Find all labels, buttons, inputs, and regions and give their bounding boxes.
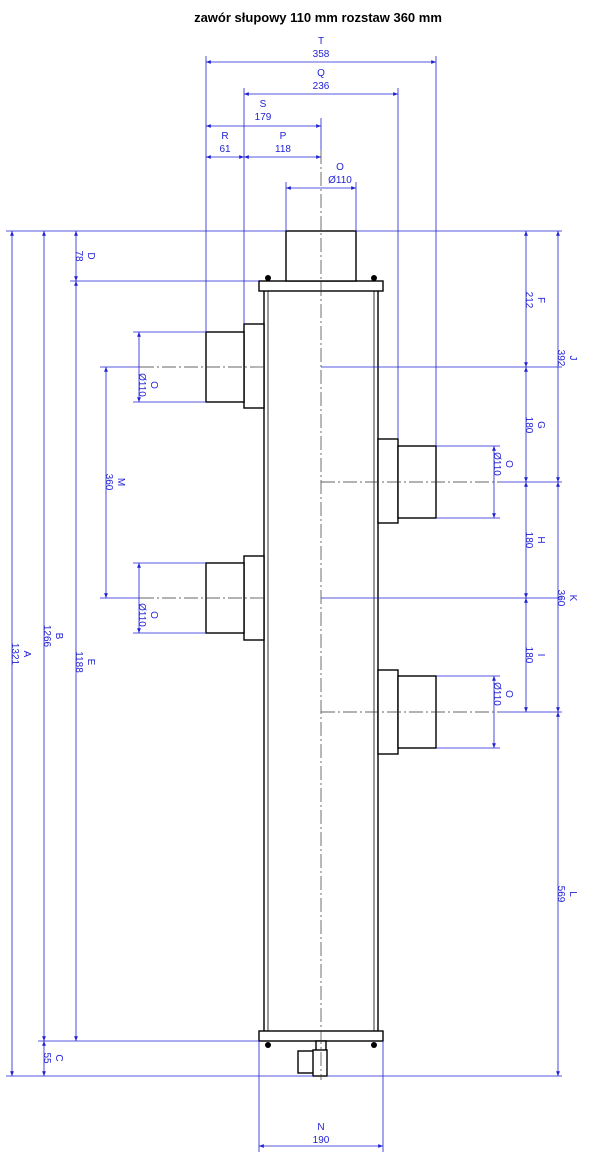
dim-value: 212 (523, 292, 534, 309)
dim-value: Ø110 (136, 373, 147, 397)
dim-value: 1321 (9, 643, 20, 666)
dim-letter: O (148, 381, 159, 389)
dim-label-C: C 55 (41, 1052, 64, 1064)
dim-value: 78 (73, 250, 84, 262)
dim-letter: H (535, 536, 546, 543)
dim-letter: G (535, 421, 546, 429)
dim-letter: J (567, 356, 578, 361)
dim-label-B: B 1266 (41, 625, 64, 648)
dim-letter: C (53, 1054, 64, 1061)
dim-label-O-right-1: O Ø110 (491, 452, 514, 476)
drawing-title: zawór słupowy 110 mm rozstaw 360 mm (194, 10, 442, 25)
dim-label-T: T 358 (313, 36, 330, 60)
dim-value: 358 (313, 49, 330, 60)
dim-value: 180 (523, 417, 534, 434)
dim-letter: F (535, 297, 546, 303)
dim-label-R: R 61 (219, 131, 231, 155)
dim-value: 360 (103, 474, 114, 491)
dim-letter: O (503, 690, 514, 698)
dim-label-M: M 360 (103, 474, 126, 491)
dim-label-K: K 360 (555, 590, 578, 607)
dim-label-E: E 1188 (73, 651, 96, 673)
dimension-lines (6, 56, 562, 1152)
dim-label-P: P 118 (275, 131, 291, 155)
dim-label-J: J 392 (555, 350, 578, 367)
dim-letter: M (115, 478, 126, 486)
dim-letter: D (85, 252, 96, 259)
dim-value: 190 (313, 1135, 330, 1146)
dim-value: 236 (313, 81, 330, 92)
dim-value: Ø110 (136, 603, 147, 627)
dim-letter: T (318, 36, 324, 47)
dim-label-O-left-2: O Ø110 (136, 603, 159, 627)
dim-value: 61 (219, 144, 231, 155)
dim-value: 179 (255, 112, 272, 123)
dim-label-D: D 78 (73, 250, 96, 262)
dim-label-N: N 190 (313, 1122, 330, 1146)
dim-value: Ø110 (491, 682, 502, 706)
dim-value: 180 (523, 647, 534, 664)
dim-value: 360 (555, 590, 566, 607)
dim-letter: P (280, 131, 287, 142)
dim-value: Ø110 (328, 175, 352, 186)
dim-label-A: A 1321 (9, 643, 32, 666)
dim-letter: E (85, 659, 96, 666)
dim-value: 569 (555, 886, 566, 903)
dim-value: Ø110 (491, 452, 502, 476)
dim-label-Q: Q 236 (313, 68, 330, 92)
dim-label-S: S 179 (255, 99, 272, 123)
dim-label-O-right-2: O Ø110 (491, 682, 514, 706)
dim-value: 118 (275, 144, 291, 155)
dim-letter: Q (317, 68, 325, 79)
dim-letter: K (567, 595, 578, 602)
dim-label-I: I 180 (523, 647, 546, 664)
dim-label-L: L 569 (555, 886, 578, 903)
dim-letter: O (148, 611, 159, 619)
dim-letter: L (567, 891, 578, 897)
dim-letter: I (535, 654, 546, 657)
dim-value: 1188 (73, 651, 84, 673)
dim-value: 180 (523, 532, 534, 549)
dim-value: 1266 (41, 625, 52, 648)
dim-letter: S (260, 99, 267, 110)
dim-letter: O (503, 460, 514, 468)
dim-label-G: G 180 (523, 417, 546, 434)
center-lines (140, 150, 500, 1080)
dim-letter: A (21, 651, 32, 658)
dim-label-H: H 180 (523, 532, 546, 549)
dim-letter: N (317, 1122, 324, 1133)
left-connector-1 (205, 323, 265, 409)
dim-letter: O (336, 162, 344, 173)
right-connector-1 (377, 438, 437, 524)
dim-letter: R (221, 131, 228, 142)
dim-label-O-top: O Ø110 (328, 162, 352, 186)
dim-letter: B (53, 633, 64, 640)
dim-value: 392 (555, 350, 566, 367)
dim-label-F: F 212 (523, 292, 546, 309)
dim-label-O-left-1: O Ø110 (136, 373, 159, 397)
dim-value: 55 (41, 1052, 52, 1064)
